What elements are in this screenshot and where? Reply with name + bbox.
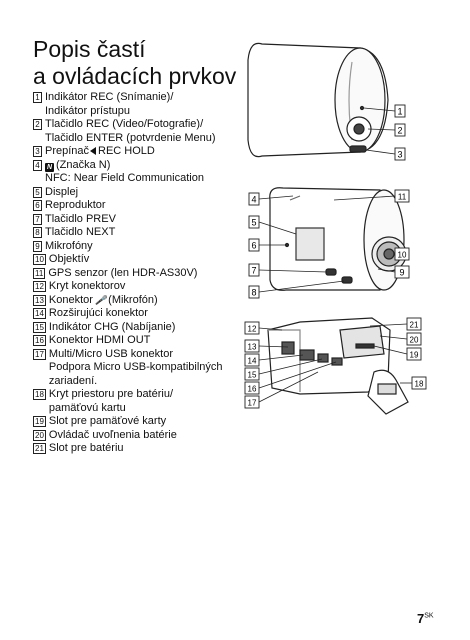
item-number: 7 [33,213,42,225]
svg-text:17: 17 [248,399,257,408]
list-item: 2 Tlačidlo REC (Video/Fotografie)/Tlačid… [33,118,248,145]
nfc-n-mark-icon: N [45,162,54,172]
list-item: 14 Rozširujúci konektor [33,307,148,319]
svg-text:11: 11 [398,193,407,202]
callout-14: 14 [244,353,260,367]
page-number: 7SK [417,611,434,626]
svg-text:20: 20 [410,336,419,345]
callout-19: 19 [406,347,422,361]
svg-text:8: 8 [251,288,256,298]
item-number: 14 [33,308,46,319]
callout-17: 17 [244,395,260,409]
list-item: 21 Slot pre batériu [33,442,124,454]
callout-15: 15 [244,367,260,381]
item-number: 19 [33,416,46,427]
left-triangle-icon [90,147,97,155]
callout-13: 13 [244,339,260,353]
callout-21: 21 [406,317,422,331]
list-item: 9 Mikrofóny [33,240,248,254]
list-item: 16 Konektor HDMI OUT [33,334,151,346]
item-number: 16 [33,335,46,346]
svg-text:18: 18 [415,380,424,389]
camera-open-illustration [267,317,409,415]
callout-9: 9 [394,265,410,279]
item-number: 8 [33,227,42,238]
list-item: 6 Reproduktor [33,199,248,213]
svg-text:7: 7 [251,266,256,276]
list-item: 5 Displej [33,186,248,200]
title-line-1: Popis častí [33,36,146,62]
svg-text:9: 9 [399,268,404,278]
list-item: 11 GPS senzor (len HDR-AS30V) [33,266,198,279]
callout-6: 6 [248,238,260,252]
svg-text:2: 2 [397,126,402,136]
callout-3: 3 [394,147,406,161]
svg-text:4: 4 [251,195,256,205]
svg-text:19: 19 [410,351,419,360]
callout-1: 1 [394,104,406,118]
item-number: 1 [33,92,42,103]
callout-8: 8 [248,285,260,299]
callout-11: 11 [394,189,410,203]
callout-7: 7 [248,263,260,277]
svg-text:14: 14 [248,357,257,366]
list-item: 13 Konektor🎤(Mikrofón) [33,293,158,306]
list-item: 8 Tlačidlo NEXT [33,226,248,240]
item-number: 11 [33,267,46,279]
item-number: 15 [33,321,46,333]
svg-text:12: 12 [248,325,257,334]
camera-side-illustration [269,187,407,291]
callout-4: 4 [248,192,260,206]
list-item: 15 Indikátor CHG (Nabíjanie) [33,320,176,333]
page-title: Popis častí a ovládacích prvkov [33,36,253,90]
callout-numbers: 1 2 3 4 5 6 7 8 9 10 11 12 13 14 15 16 1… [244,104,427,409]
svg-text:15: 15 [248,371,257,380]
svg-text:13: 13 [248,343,257,352]
item-number: 9 [33,240,42,252]
list-item: 18 Kryt priestoru pre batériu/pamäťovú k… [33,388,174,414]
item-number: 3 [33,146,42,157]
svg-text:10: 10 [398,251,407,260]
callout-20: 20 [406,332,422,346]
svg-text:3: 3 [397,150,402,160]
microphone-icon: 🎤 [94,294,107,305]
camera-rear-illustration [247,42,389,158]
svg-text:6: 6 [251,241,256,251]
parts-list: 1 Indikátor REC (Snímanie)/Indikátor prí… [33,91,248,456]
list-item: 7 Tlačidlo PREV [33,213,248,227]
svg-text:21: 21 [410,321,419,330]
item-number: 17 [33,348,46,360]
list-item: 20 Ovládač uvoľnenia batérie [33,428,177,441]
item-number: 2 [33,119,42,130]
svg-text:5: 5 [251,218,256,228]
svg-text:16: 16 [248,385,257,394]
callout-16: 16 [244,381,260,395]
item-number: 4 [33,159,42,171]
item-number: 21 [33,443,46,454]
item-number: 12 [33,281,46,292]
svg-text:1: 1 [397,107,402,117]
language-code: SK [424,612,434,620]
callout-2: 2 [394,123,406,137]
item-number: 5 [33,186,42,198]
callout-12: 12 [244,321,260,335]
item-number: 6 [33,200,42,211]
list-item: 1 Indikátor REC (Snímanie)/Indikátor prí… [33,91,248,118]
title-line-2: a ovládacích prvkov [33,63,237,89]
item-number: 13 [33,294,46,306]
callout-5: 5 [248,215,260,229]
callout-10: 10 [394,247,410,261]
list-item: 19 Slot pre pamäťové karty [33,415,167,427]
list-item: 12 Kryt konektorov [33,280,126,292]
item-number: 20 [33,429,46,441]
list-item: 4 N(Značka N)NFC: Near Field Communicati… [33,159,248,186]
callout-18: 18 [411,376,427,390]
list-item: 10 Objektív [33,253,90,265]
item-number: 18 [33,389,46,400]
item-number: 10 [33,254,46,265]
